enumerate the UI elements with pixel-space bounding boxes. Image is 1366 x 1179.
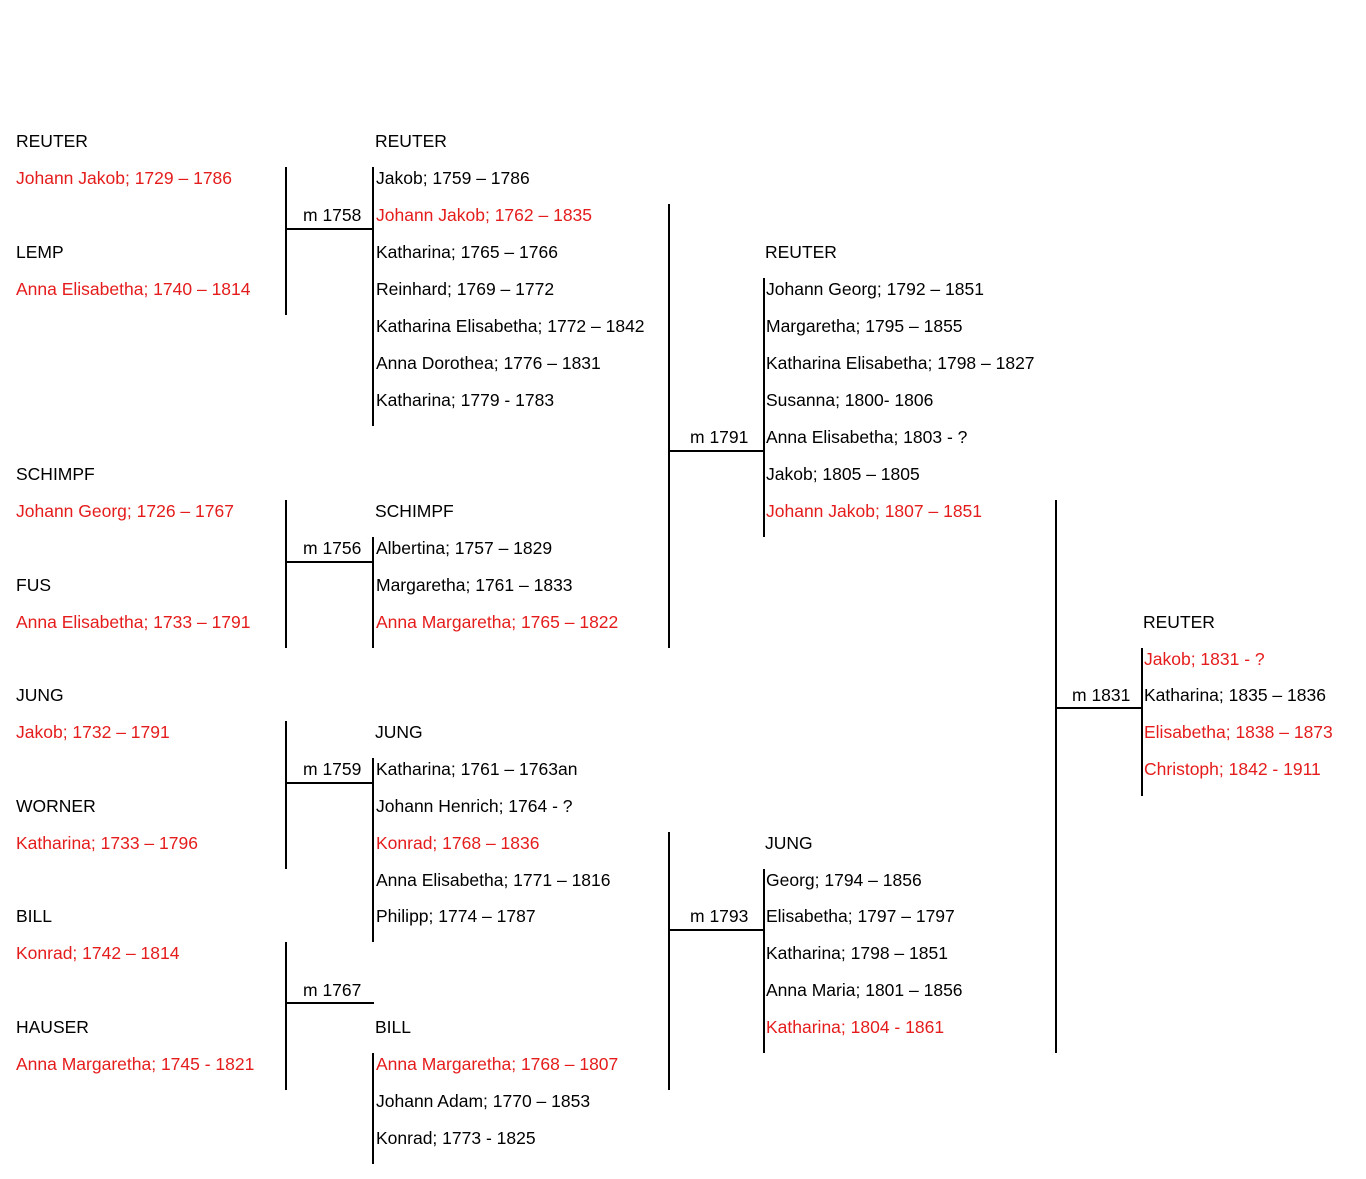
child-entry: Katharina; 1765 – 1766 bbox=[376, 242, 558, 262]
child-entry: Johann Henrich; 1764 - ? bbox=[376, 796, 573, 816]
family-surname-reuter: REUTER bbox=[375, 131, 447, 151]
child-entry: Johann Adam; 1770 – 1853 bbox=[376, 1091, 591, 1111]
family-surname-bill: BILL bbox=[375, 1017, 411, 1037]
connector-horizontal bbox=[668, 929, 765, 931]
connector-vertical bbox=[668, 204, 670, 648]
connector-vertical bbox=[285, 942, 287, 1090]
family-surname-jung: JUNG bbox=[765, 833, 813, 853]
connector-vertical bbox=[1055, 500, 1057, 1053]
marriage-label-1831: m 1831 bbox=[1072, 685, 1131, 705]
child-entry: Konrad; 1773 - 1825 bbox=[376, 1128, 536, 1148]
child-entry: Katharina; 1761 – 1763an bbox=[376, 759, 578, 779]
connector-horizontal bbox=[1055, 707, 1143, 709]
marriage-label-1756: m 1756 bbox=[303, 538, 362, 558]
child-entry: Anna Margaretha; 1768 – 1807 bbox=[376, 1054, 619, 1074]
child-entry: Johann Jakob; 1762 – 1835 bbox=[376, 205, 593, 225]
gen1-surname-worner: WORNER bbox=[16, 796, 96, 816]
gen1-person-reuter: Johann Jakob; 1729 – 1786 bbox=[16, 168, 233, 188]
connector-vertical bbox=[668, 832, 670, 1090]
child-entry: Jakob; 1831 - ? bbox=[1144, 649, 1265, 669]
gen1-person-hauser: Anna Margaretha; 1745 - 1821 bbox=[16, 1054, 255, 1074]
child-entry: Anna Maria; 1801 – 1856 bbox=[766, 980, 963, 1000]
gen1-person-schimpf: Johann Georg; 1726 – 1767 bbox=[16, 501, 234, 521]
child-entry: Susanna; 1800- 1806 bbox=[766, 390, 934, 410]
child-entry: Jakob; 1805 – 1805 bbox=[766, 464, 920, 484]
gen1-person-fus: Anna Elisabetha; 1733 – 1791 bbox=[16, 612, 251, 632]
connector-horizontal bbox=[285, 1002, 374, 1004]
marriage-label-1767: m 1767 bbox=[303, 980, 362, 1000]
child-entry: Katharina; 1779 - 1783 bbox=[376, 390, 555, 410]
child-entry: Anna Elisabetha; 1771 – 1816 bbox=[376, 870, 611, 890]
family-surname-jung: JUNG bbox=[375, 722, 423, 742]
child-entry: Georg; 1794 – 1856 bbox=[766, 870, 922, 890]
gen1-surname-jung: JUNG bbox=[16, 685, 64, 705]
family-bracket bbox=[763, 869, 765, 1053]
family-bracket bbox=[372, 758, 374, 942]
connector-horizontal bbox=[285, 782, 374, 784]
child-entry: Anna Elisabetha; 1803 - ? bbox=[766, 427, 968, 447]
gen1-surname-hauser: HAUSER bbox=[16, 1017, 89, 1037]
child-entry: Margaretha; 1761 – 1833 bbox=[376, 575, 573, 595]
family-bracket bbox=[372, 537, 374, 648]
marriage-label-1759: m 1759 bbox=[303, 759, 362, 779]
child-entry: Jakob; 1759 – 1786 bbox=[376, 168, 530, 188]
gen1-person-lemp: Anna Elisabetha; 1740 – 1814 bbox=[16, 279, 251, 299]
gen1-person-jung: Jakob; 1732 – 1791 bbox=[16, 722, 170, 742]
gen1-person-worner: Katharina; 1733 – 1796 bbox=[16, 833, 198, 853]
connector-vertical bbox=[285, 167, 287, 315]
connector-vertical bbox=[285, 721, 287, 869]
family-surname-reuter: REUTER bbox=[765, 242, 837, 262]
gen1-surname-fus: FUS bbox=[16, 575, 51, 595]
child-entry: Katharina Elisabetha; 1772 – 1842 bbox=[376, 316, 645, 336]
child-entry: Katharina; 1798 – 1851 bbox=[766, 943, 948, 963]
child-entry: Johann Georg; 1792 – 1851 bbox=[766, 279, 984, 299]
family-bracket bbox=[1141, 648, 1143, 796]
child-entry: Christoph; 1842 - 1911 bbox=[1144, 759, 1321, 779]
child-entry: Elisabetha; 1838 – 1873 bbox=[1144, 722, 1333, 742]
family-surname-schimpf: SCHIMPF bbox=[375, 501, 454, 521]
gen1-surname-schimpf: SCHIMPF bbox=[16, 464, 95, 484]
child-entry: Katharina; 1804 - 1861 bbox=[766, 1017, 945, 1037]
child-entry: Elisabetha; 1797 – 1797 bbox=[766, 906, 955, 926]
gen1-surname-lemp: LEMP bbox=[16, 242, 64, 262]
child-entry: Albertina; 1757 – 1829 bbox=[376, 538, 553, 558]
child-entry: Anna Margaretha; 1765 – 1822 bbox=[376, 612, 619, 632]
child-entry: Reinhard; 1769 – 1772 bbox=[376, 279, 555, 299]
child-entry: Philipp; 1774 – 1787 bbox=[376, 906, 536, 926]
child-entry: Katharina; 1835 – 1836 bbox=[1144, 685, 1326, 705]
child-entry: Katharina Elisabetha; 1798 – 1827 bbox=[766, 353, 1035, 373]
marriage-label-1791: m 1791 bbox=[690, 427, 749, 447]
child-entry: Johann Jakob; 1807 – 1851 bbox=[766, 501, 983, 521]
connector-vertical bbox=[285, 500, 287, 648]
connector-horizontal bbox=[668, 450, 765, 452]
marriage-label-1793: m 1793 bbox=[690, 906, 749, 926]
gen1-person-bill: Konrad; 1742 – 1814 bbox=[16, 943, 180, 963]
child-entry: Konrad; 1768 – 1836 bbox=[376, 833, 540, 853]
family-surname-reuter: REUTER bbox=[1143, 612, 1215, 632]
child-entry: Anna Dorothea; 1776 – 1831 bbox=[376, 353, 601, 373]
family-bracket bbox=[372, 167, 374, 426]
gen1-surname-reuter: REUTER bbox=[16, 131, 88, 151]
gen1-surname-bill: BILL bbox=[16, 906, 52, 926]
child-entry: Margaretha; 1795 – 1855 bbox=[766, 316, 963, 336]
family-bracket bbox=[372, 1053, 374, 1164]
connector-horizontal bbox=[285, 228, 374, 230]
connector-horizontal bbox=[285, 561, 374, 563]
marriage-label-1758: m 1758 bbox=[303, 205, 362, 225]
family-bracket bbox=[763, 278, 765, 537]
